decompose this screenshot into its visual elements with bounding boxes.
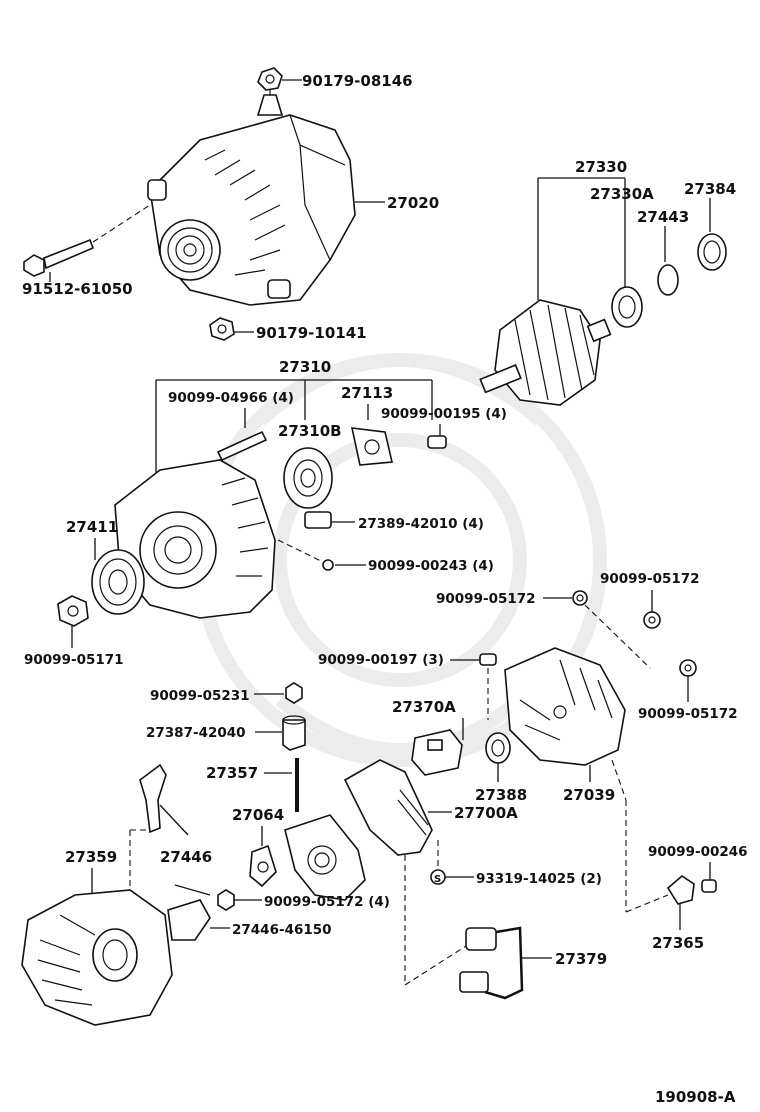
screw-90099-00195-icon	[427, 435, 447, 449]
regulator-27700A-icon	[343, 759, 433, 856]
label-90179-10141: 90179-10141	[256, 324, 367, 342]
label-90099-05231: 90099-05231	[150, 688, 250, 704]
wire-harness-27379-icon	[459, 926, 524, 1000]
label-27387-42040: 27387-42040	[146, 725, 246, 741]
diagram-id: 190908-A	[655, 1088, 736, 1106]
label-27330A: 27330A	[590, 185, 654, 203]
label-27389-42010: 27389-42010 (4)	[358, 516, 484, 532]
nut-90099-05172-a-icon	[572, 590, 588, 606]
svg-text:S: S	[434, 874, 441, 885]
label-90099-05172-b: 90099-05172	[600, 571, 700, 587]
label-27411: 27411	[66, 518, 118, 536]
bolt-90099-00246-icon	[701, 879, 717, 893]
label-90099-05172-a: 90099-05172	[436, 591, 536, 607]
stud-90099-04966-icon	[216, 430, 268, 462]
cover-27443-icon	[657, 264, 679, 296]
label-27310: 27310	[279, 358, 331, 376]
label-27064: 27064	[232, 806, 284, 824]
nut-90099-05171-icon	[57, 595, 89, 627]
label-93319-14025: 93319-14025 (2)	[476, 871, 602, 887]
plate-27064-icon	[249, 844, 277, 888]
label-27446: 27446	[160, 848, 212, 866]
label-90099-05172-c: 90099-05172	[638, 706, 738, 722]
terminal-27370A-icon	[411, 729, 463, 776]
nut-90179-08146-icon	[257, 67, 283, 91]
drive-end-frame-icon	[114, 459, 276, 619]
label-91512-61050: 91512-61050	[22, 280, 133, 298]
label-27379: 27379	[555, 950, 607, 968]
label-27039: 27039	[563, 786, 615, 804]
label-27020: 27020	[387, 194, 439, 212]
screw-93319-14025-icon: S	[430, 869, 446, 885]
ring-27384-icon	[697, 233, 727, 271]
label-27370A: 27370A	[392, 698, 456, 716]
terminal-27365-icon	[666, 874, 695, 905]
nut-90099-05172-4-icon	[217, 889, 235, 911]
screw-90099-00197-icon	[479, 653, 497, 666]
bolt-91512-61050-icon	[23, 238, 95, 277]
label-90099-00243: 90099-00243 (4)	[368, 558, 494, 574]
bracket-27446-icon	[139, 763, 167, 834]
alternator-assembly	[147, 85, 356, 306]
nut-90099-05172-b-icon	[643, 611, 661, 629]
label-90099-05172-4: 90099-05172 (4)	[264, 894, 390, 910]
label-27446-46150: 27446-46150	[232, 922, 332, 938]
bracket-27446-46150-icon	[167, 884, 211, 941]
label-27700A: 27700A	[454, 804, 518, 822]
bearing-27310B-icon	[283, 447, 333, 509]
label-27113: 27113	[341, 384, 393, 402]
rear-frame-27359-icon	[21, 889, 173, 1026]
pulley-27411-icon	[91, 549, 145, 615]
label-27443: 27443	[637, 208, 689, 226]
label-27359: 27359	[65, 848, 117, 866]
ring-27388-icon	[485, 732, 511, 764]
label-27384: 27384	[684, 180, 736, 198]
bushing-27387-icon	[282, 715, 306, 751]
label-90099-05171: 90099-05171	[24, 652, 124, 668]
label-90179-08146: 90179-08146	[302, 72, 413, 90]
label-90099-04966: 90099-04966 (4)	[168, 390, 294, 406]
nut-90179-10141-icon	[209, 317, 235, 341]
nut-90099-05172-c-icon	[679, 659, 697, 677]
brush-holder-icon	[284, 814, 366, 901]
label-90099-00195: 90099-00195 (4)	[381, 406, 507, 422]
bearing-27330A-icon	[611, 286, 643, 328]
rotor-icon	[479, 299, 612, 406]
nut-90099-05231-icon	[285, 682, 303, 704]
label-27330: 27330	[575, 158, 627, 176]
label-90099-00246: 90099-00246	[648, 844, 748, 860]
label-27357: 27357	[206, 764, 258, 782]
insulator-27389-icon	[304, 511, 332, 529]
screw-90099-00243-icon	[322, 559, 334, 571]
label-90099-00197: 90099-00197 (3)	[318, 652, 444, 668]
label-27310B: 27310B	[278, 422, 342, 440]
plate-27113-icon	[350, 427, 393, 466]
rear-cover-27039-icon	[504, 647, 626, 766]
label-27365: 27365	[652, 934, 704, 952]
label-27388: 27388	[475, 786, 527, 804]
